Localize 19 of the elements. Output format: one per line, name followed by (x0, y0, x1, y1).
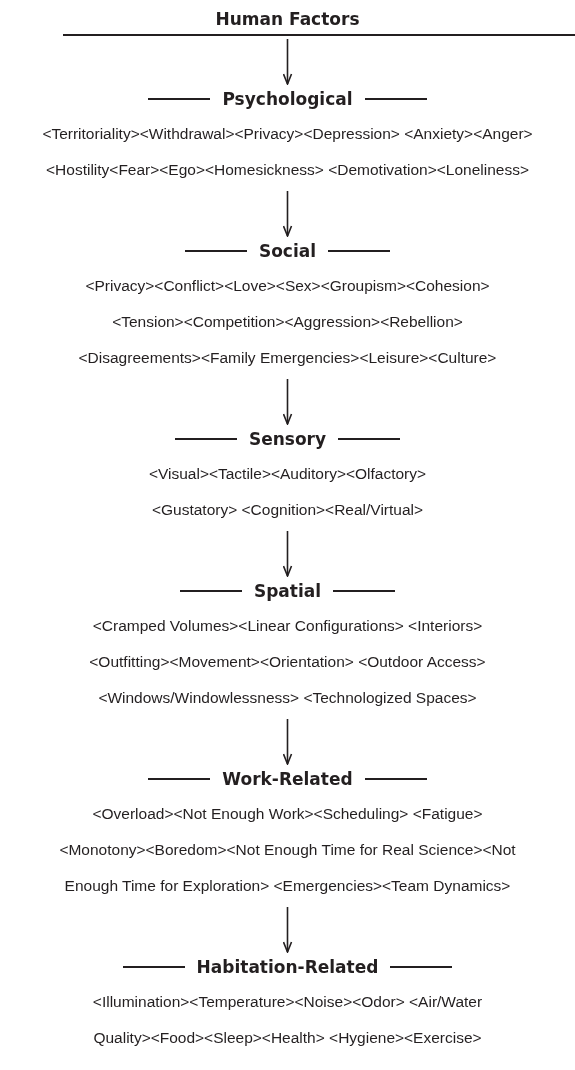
factor-list: <Privacy><Conflict><Love><Sex><Groupism><Cohesion> <Tension><Competition><Aggression><Rebellion> <Disagreements><Family Emergencies><Leisure><Culture> (2, 268, 573, 376)
factor-list: <Visual><Tactile><Auditory><Olfactory><Gustatory> <Cognition><Real/Virtual> (52, 456, 523, 528)
section-heading: Habitation-Related (196, 956, 379, 979)
down-arrow (282, 906, 293, 953)
section-heading: Spatial (253, 580, 322, 603)
factor-list: <Territoriality><Withdrawal><Privacy><Depression> <Anxiety><Anger><Hostility<Fear><Ego><Homesickness> <Demotivation><Loneliness> (27, 116, 548, 188)
title-heading: Human Factors (215, 8, 360, 31)
factor-list: <Cramped Volumes><Linear Configurations> <Interiors><Outfitting><Movement><Orientation> <Outdoor Access><Windows/Windowlessness> <Technologized Spaces> (72, 608, 503, 716)
down-arrow (282, 38, 293, 85)
section-heading: Social (258, 240, 317, 263)
factor-list: <Overload><Not Enough Work><Scheduling> <Fatigue><Monotony><Boredom><Not Enough Time for Real Science><Not Enough Time for Exploration> <Emergencies><Team Dynamics> (47, 796, 528, 904)
down-arrow (282, 718, 293, 765)
down-arrow (282, 190, 293, 237)
section-heading: Sensory (248, 428, 327, 451)
section-heading: Work-Related (222, 768, 353, 791)
section-heading: Psychological (222, 88, 353, 111)
down-arrow (282, 530, 293, 577)
factor-list: <Illumination><Temperature><Noise><Odor> <Air/Water Quality><Food><Sleep><Health> <Hygiene><Exercise> (67, 984, 508, 1056)
down-arrow (282, 378, 293, 425)
